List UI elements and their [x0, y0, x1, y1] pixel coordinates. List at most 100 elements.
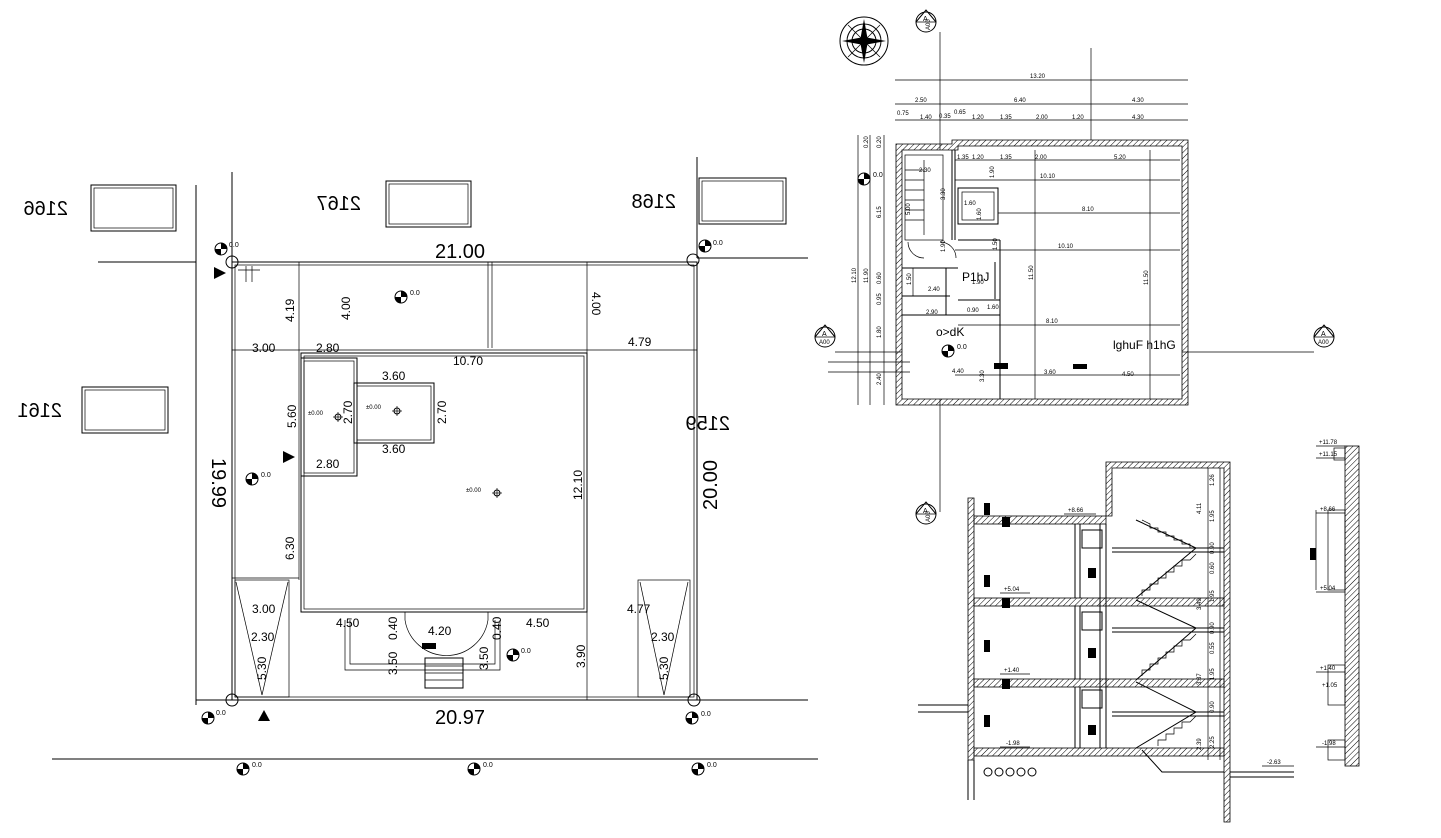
- svg-text:A00: A00: [1318, 340, 1329, 346]
- dim-2-30-right: 2.30: [651, 630, 675, 644]
- main-building: [300, 352, 588, 613]
- fp-row1-a: 2.50: [915, 98, 927, 104]
- fp-s-1-90-a: 1.90: [972, 280, 984, 286]
- fp-left-0-95: 0.95: [877, 293, 883, 305]
- dim-0-40-left: 0.40: [386, 616, 400, 640]
- fp-left-0-20-a: 0.20: [864, 136, 870, 148]
- fp-overall-dim: 13.20: [1030, 74, 1046, 80]
- fp-s-1-90-c: 1.90: [941, 240, 947, 252]
- svg-text:0.0: 0.0: [521, 648, 531, 655]
- elev-level-4: +5.04: [1320, 586, 1336, 592]
- dim-5-30-left: 5.30: [255, 656, 269, 680]
- plot-number-2159: 2159: [686, 413, 731, 435]
- level-marker-ne: 0.0: [698, 239, 723, 253]
- fp-row2-b: 1.40: [920, 115, 932, 121]
- fp-s-3-60: 3.60: [1044, 370, 1056, 376]
- svg-text:A00: A00: [926, 19, 932, 30]
- dim-10-70: 10.70: [453, 354, 483, 368]
- arrow-marker-2: [283, 451, 295, 463]
- fp-s-3-30-b: 3.30: [941, 188, 947, 200]
- arrow-marker-3: [258, 710, 270, 721]
- section-dim-3: 1.95: [1210, 510, 1216, 522]
- svg-text:0.0: 0.0: [410, 290, 420, 297]
- dim-5-60: 5.60: [285, 404, 299, 428]
- section-marker-top: A A00: [915, 9, 937, 33]
- fp-s-3-30: 3.30: [980, 370, 986, 382]
- site-plan: 2166 2167 2168 2161 2159: [18, 157, 818, 776]
- section-dim-6: 3.49: [1197, 598, 1203, 610]
- plot-number-2168: 2168: [632, 191, 677, 213]
- section-marker-left: A A00: [814, 324, 836, 348]
- section-dim-5: 0.60: [1210, 562, 1216, 574]
- fp-label-main-hall: lghuF h1hG: [1113, 338, 1176, 352]
- svg-text:±0.00: ±0.00: [366, 405, 382, 411]
- fp-d-8-10-a: 8.10: [1082, 207, 1094, 213]
- dim-5-30-right: 5.30: [657, 656, 671, 680]
- fp-row2-i: 4.30: [1132, 115, 1144, 121]
- svg-text:±0.00: ±0.00: [466, 488, 482, 494]
- section-dim-11: 1.95: [1210, 668, 1216, 680]
- section-marker-right: A A00: [1313, 324, 1335, 348]
- level-marker-yard: 0.0: [394, 290, 420, 304]
- fp-left-0-20-b: 0.20: [877, 136, 883, 148]
- fp-row2-c: 0.35: [939, 114, 951, 120]
- svg-text:A: A: [923, 508, 928, 515]
- svg-text:A: A: [923, 16, 928, 23]
- right-height-dim: 20.00: [700, 460, 722, 510]
- level-marker-road-1: 0.0: [236, 762, 262, 776]
- dim-3-00-bottom: 3.00: [252, 602, 276, 616]
- fp-inner-1-35-b: 1.35: [1000, 155, 1012, 161]
- section-dim-10: 3.37: [1197, 673, 1203, 685]
- dim-2-80-top: 2.80: [316, 341, 340, 355]
- level-marker-road-2: 0.0: [467, 762, 493, 776]
- fp-level-marker-top: 0.0: [857, 172, 883, 186]
- plot-box-2166: [90, 184, 177, 232]
- fp-d-11-50-b: 11.50: [1144, 270, 1150, 285]
- fp-s-2-90: 2.90: [926, 310, 938, 316]
- dim-4-79: 4.79: [628, 335, 652, 349]
- svg-text:0.0: 0.0: [483, 762, 493, 769]
- fp-inner-5-20: 5.20: [1114, 155, 1126, 161]
- fp-row2-f: 1.35: [1000, 115, 1012, 121]
- dim-12-10: 12.10: [571, 470, 585, 500]
- fp-s-1-60-c: 1.60: [987, 305, 999, 311]
- plot-number-2167: 2167: [317, 193, 362, 215]
- fp-left-0-60: 0.60: [877, 272, 883, 284]
- section-level-neg-1-98: -1.98: [1006, 741, 1020, 747]
- fp-inner-1-20: 1.20: [972, 155, 984, 161]
- section-marker-bottom: A A00: [915, 501, 937, 525]
- dim-2-80-bottom: 2.80: [316, 457, 340, 471]
- section-slab-1: [973, 747, 1225, 757]
- section-dim-1: 1.26: [1210, 474, 1216, 486]
- dim-2-70-right: 2.70: [435, 400, 449, 424]
- svg-text:0.0: 0.0: [957, 344, 967, 351]
- fp-d-10-10-a: 10.10: [1040, 174, 1056, 180]
- fp-s-1-90-b: 1.90: [990, 166, 996, 178]
- svg-text:A00: A00: [926, 511, 932, 522]
- svg-text:A00: A00: [819, 340, 830, 346]
- fp-s-2-40: 2.40: [928, 287, 940, 293]
- plot-number-2161: 2161: [18, 400, 63, 422]
- svg-text:±0.00: ±0.00: [308, 411, 324, 417]
- left-height-dim: 19.99: [207, 458, 229, 508]
- svg-text:0.0: 0.0: [216, 710, 226, 717]
- section-dim-8: 0.90: [1210, 622, 1216, 634]
- corner-nw: [225, 255, 239, 269]
- section-outer-wall: [967, 497, 975, 761]
- fp-row2-e: 1.20: [972, 115, 984, 121]
- level-marker-nw: 0.0: [214, 242, 239, 256]
- svg-text:0.0: 0.0: [873, 172, 883, 179]
- section-level-5-04: +5.04: [1004, 587, 1020, 593]
- elevation-wall: [1344, 445, 1360, 767]
- dim-3-60-bottom: 3.60: [382, 442, 406, 456]
- section-footing-circles: [983, 767, 1037, 777]
- dim-4-50-left: 4.50: [336, 616, 360, 630]
- dim-3-90: 3.90: [574, 644, 588, 668]
- dim-6-30: 6.30: [283, 536, 297, 560]
- fp-row2-g: 2.00: [1036, 115, 1048, 121]
- fp-d-8-10-b: 8.10: [1046, 319, 1058, 325]
- dim-3-00-left: 3.00: [252, 341, 276, 355]
- level-pm-box: ±0.00: [366, 405, 402, 416]
- dim-4-77: 4.77: [627, 602, 651, 616]
